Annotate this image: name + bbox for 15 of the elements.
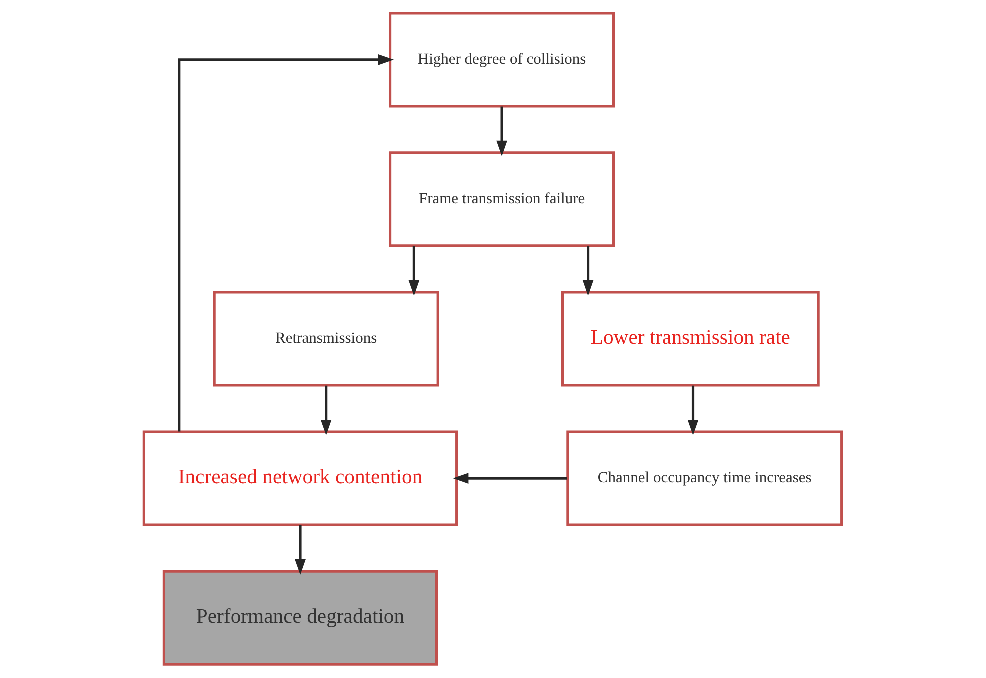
arrow [320,386,332,436]
node-box: Lower transmission rate [561,291,820,387]
arrow [408,246,420,296]
arrow [295,525,306,576]
node-box: Frame transmission failure [389,152,616,248]
arrow [496,106,508,156]
node-box: Channel occupancy time increases [566,430,844,526]
node-box: Increased network contention [142,430,458,526]
arrow [453,473,568,484]
arrow [582,246,594,296]
node-box: Retransmissions [213,291,440,387]
arrow [178,54,394,432]
arrow [688,386,699,436]
node-box: Higher degree of collisions [389,12,616,108]
node-box: Performance degradation [162,570,438,666]
